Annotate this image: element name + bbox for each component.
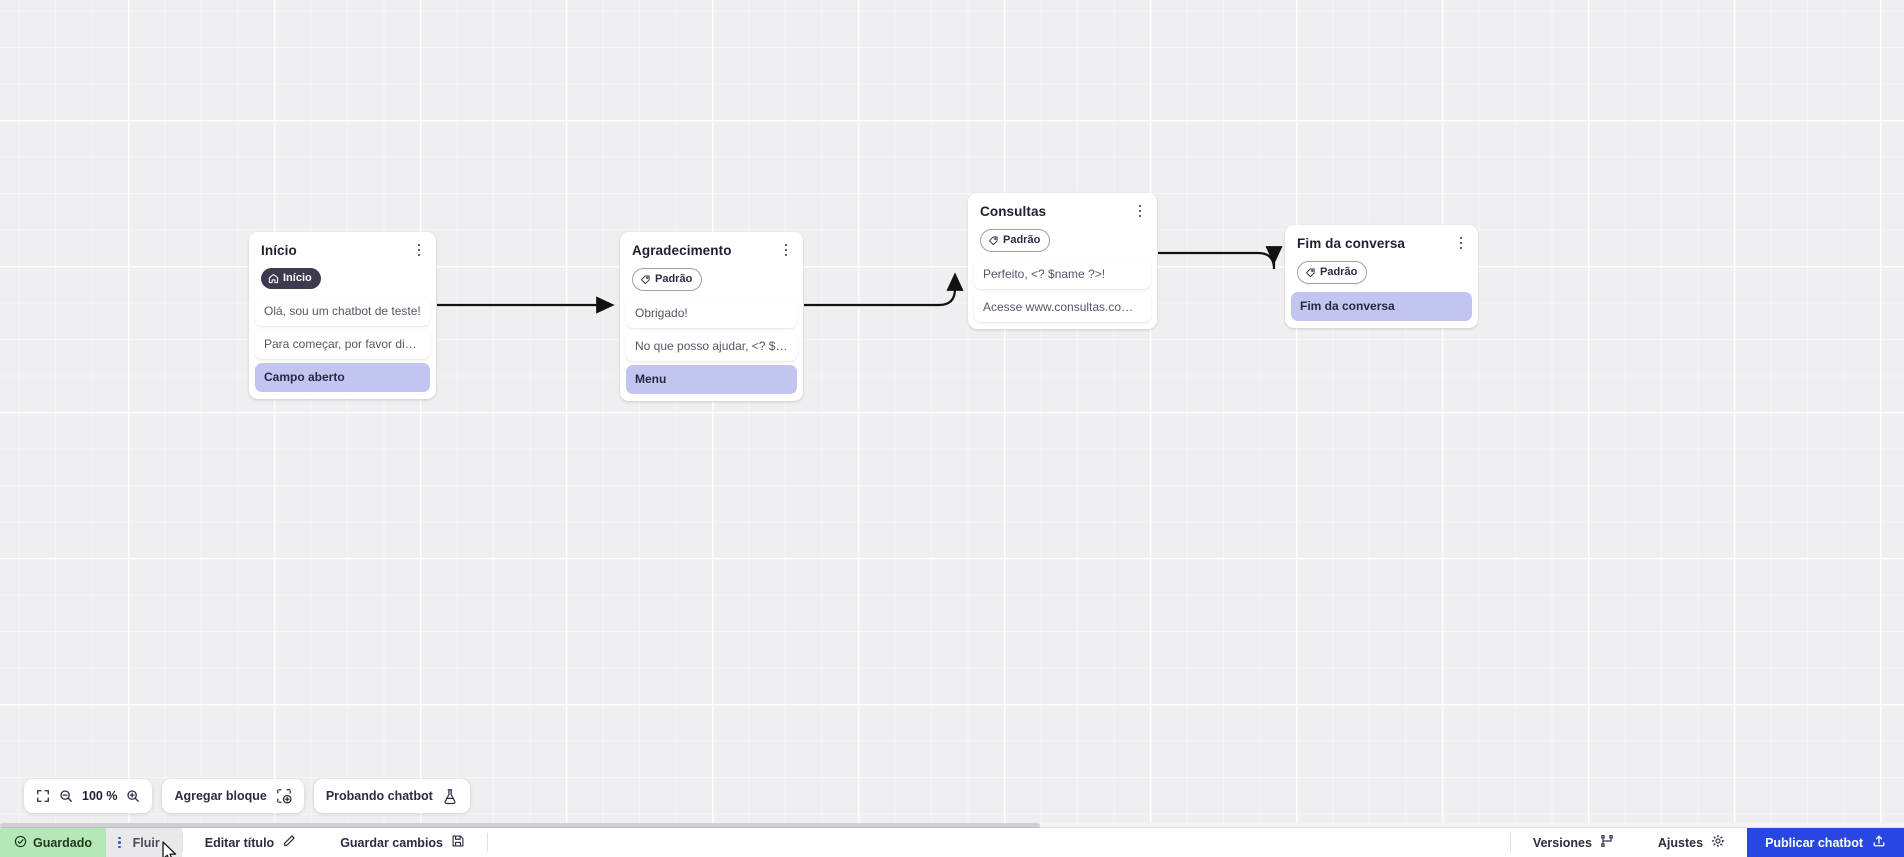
node-rows: Fim da conversa <box>1285 292 1478 321</box>
tag-icon <box>640 274 651 285</box>
node-badge-padrao[interactable]: Padrão <box>1297 261 1368 284</box>
node-title: Agradecimento <box>632 243 732 258</box>
flow-canvas[interactable]: Início Início Olá, sou um chatbot de tes… <box>0 0 1904 823</box>
edge-consultas-fim <box>1158 252 1274 269</box>
node-badge-label: Padrão <box>655 273 693 285</box>
node-title: Consultas <box>980 204 1047 219</box>
node-header: Fim da conversa <box>1285 225 1478 252</box>
node-row[interactable]: Olá, sou um chatbot de teste! <box>255 297 430 326</box>
node-badge-label: Padrão <box>1003 234 1041 246</box>
save-changes-label: Guardar cambios <box>340 835 444 850</box>
home-icon <box>268 273 279 284</box>
flow-node-agradecimento[interactable]: Agradecimento Padrão Obrigado! No que po… <box>620 232 803 401</box>
node-badge-padrao[interactable]: Padrão <box>980 229 1051 252</box>
scrollbar-thumb[interactable] <box>0 823 1040 828</box>
flow-connectors <box>437 246 1283 314</box>
node-badge-label: Padrão <box>1320 266 1358 278</box>
node-menu-button[interactable] <box>778 241 794 259</box>
pencil-icon <box>282 834 296 851</box>
upload-icon <box>1872 834 1886 851</box>
tag-icon <box>988 235 999 246</box>
flask-icon <box>442 788 458 805</box>
node-rows: Olá, sou um chatbot de teste! Para começ… <box>249 297 436 392</box>
bottom-status-bar: Guardado Fluir Editar título Guardar cam… <box>0 828 1904 857</box>
node-badge-padrao[interactable]: Padrão <box>632 268 703 291</box>
node-badge-inicio[interactable]: Início <box>261 268 321 289</box>
floppy-disk-icon <box>451 834 465 851</box>
save-changes-button[interactable]: Guardar cambios <box>318 828 487 857</box>
add-block-button[interactable]: Agregar bloque <box>162 779 304 813</box>
saved-label: Guardado <box>33 835 93 850</box>
test-chatbot-button[interactable]: Probando chatbot <box>313 779 470 813</box>
publish-chatbot-button[interactable]: Publicar chatbot <box>1747 828 1904 857</box>
flow-node-consultas[interactable]: Consultas Padrão Perfeito, <? $name ?>! … <box>968 193 1157 329</box>
add-block-icon <box>276 788 292 804</box>
gear-icon <box>1711 834 1725 851</box>
divider <box>1509 833 1511 852</box>
settings-label: Ajustes <box>1657 835 1704 850</box>
edit-title-button[interactable]: Editar título <box>183 828 318 857</box>
node-row[interactable]: Perfeito, <? $name ?>! <box>974 260 1151 289</box>
drag-handle-icon[interactable] <box>118 836 121 849</box>
node-row[interactable]: Para começar, por favor digite o ... <box>255 330 430 359</box>
fit-screen-icon[interactable] <box>36 789 50 803</box>
divider <box>487 833 489 852</box>
flow-node-inicio[interactable]: Início Início Olá, sou um chatbot de tes… <box>249 232 436 399</box>
versions-label: Versiones <box>1532 835 1592 850</box>
zoom-level-label: 100 % <box>82 789 118 803</box>
node-badge-label: Início <box>283 272 312 284</box>
test-chatbot-label: Probando chatbot <box>325 789 433 803</box>
branch-icon <box>1600 834 1614 851</box>
edge-agradecimento-consultas <box>804 272 964 307</box>
zoom-controls: 100 % <box>24 779 153 813</box>
saved-status-badge: Guardado <box>0 828 107 857</box>
canvas-toolbar: 100 % Agregar bloque Probando chatbot <box>24 779 470 813</box>
node-rows: Perfeito, <? $name ?>! Acesse www.consul… <box>968 260 1157 322</box>
zoom-in-icon[interactable] <box>126 789 140 803</box>
settings-button[interactable]: Ajustes <box>1636 828 1747 857</box>
zoom-out-icon[interactable] <box>59 789 73 803</box>
edit-title-label: Editar título <box>204 835 275 850</box>
node-header: Agradecimento <box>620 232 803 259</box>
node-menu-button[interactable] <box>1132 202 1148 220</box>
node-title: Início <box>261 243 297 258</box>
spacer <box>488 828 1510 857</box>
publish-label: Publicar chatbot <box>1765 835 1863 850</box>
node-rows: Obrigado! No que posso ajudar, <? $name … <box>620 299 803 394</box>
check-circle-icon <box>14 835 27 851</box>
tab-fluir-label: Fluir <box>132 835 160 850</box>
node-header: Consultas <box>968 193 1157 220</box>
divider <box>181 833 183 852</box>
add-block-label: Agregar bloque <box>174 789 267 803</box>
node-row-highlighted[interactable]: Menu <box>626 365 797 394</box>
flow-node-fim-da-conversa[interactable]: Fim da conversa Padrão Fim da conversa <box>1285 225 1478 328</box>
canvas-horizontal-scrollbar[interactable] <box>0 823 1904 828</box>
node-row[interactable]: Obrigado! <box>626 299 797 328</box>
node-header: Início <box>249 232 436 259</box>
node-menu-button[interactable] <box>411 241 427 259</box>
node-row-highlighted[interactable]: Fim da conversa <box>1291 292 1472 321</box>
versions-button[interactable]: Versiones <box>1511 828 1636 857</box>
tag-icon <box>1305 267 1316 278</box>
node-title: Fim da conversa <box>1297 236 1406 251</box>
tab-fluir[interactable]: Fluir <box>106 828 182 857</box>
node-row-highlighted[interactable]: Campo aberto <box>255 363 430 392</box>
node-menu-button[interactable] <box>1453 234 1469 252</box>
edge-consultas-fim-visible <box>1158 251 1276 270</box>
node-row[interactable]: No que posso ajudar, <? $name ... <box>626 332 797 361</box>
node-row[interactable]: Acesse www.consultas.com par... <box>974 293 1151 322</box>
